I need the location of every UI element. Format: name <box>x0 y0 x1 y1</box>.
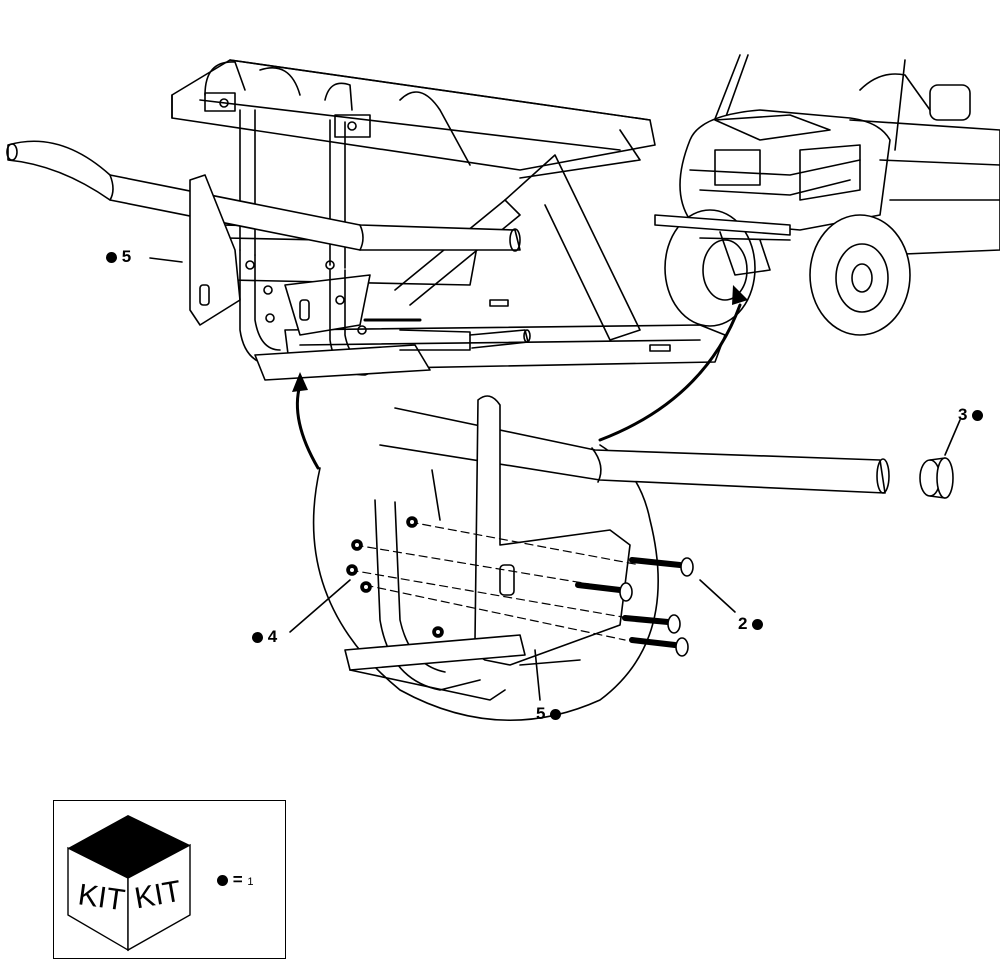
nuts <box>346 516 444 638</box>
vehicle-view <box>654 54 1000 336</box>
end-cap <box>919 457 954 499</box>
kit-quantity-legend: = 1 <box>217 870 254 890</box>
leader-5-top <box>149 257 183 263</box>
callout-2: 2 <box>738 615 764 633</box>
arrow-head-up-left <box>292 372 308 392</box>
leader-2 <box>699 579 736 613</box>
callout-3: 3 <box>958 406 984 424</box>
arrow-head-up-right <box>732 285 748 305</box>
bullet-icon <box>217 875 228 887</box>
callout-5-bottom: 5 <box>536 705 562 723</box>
bolts <box>575 557 694 657</box>
kit-quantity: 1 <box>247 876 254 888</box>
leader-3 <box>944 419 961 456</box>
leader-5-bottom <box>534 649 541 701</box>
bullet-icon <box>972 410 984 422</box>
bullet-icon <box>550 709 562 721</box>
leader-arrows <box>292 285 748 470</box>
bullet-icon <box>106 252 117 264</box>
equals-sign: = <box>232 870 243 889</box>
detail-view <box>149 257 961 722</box>
callout-4: 4 <box>252 628 277 646</box>
callout-5-top: 5 <box>106 248 131 266</box>
frame-assembly <box>6 59 726 381</box>
bullet-icon <box>252 632 263 644</box>
bullet-icon <box>752 619 764 631</box>
leader-4 <box>289 579 351 633</box>
